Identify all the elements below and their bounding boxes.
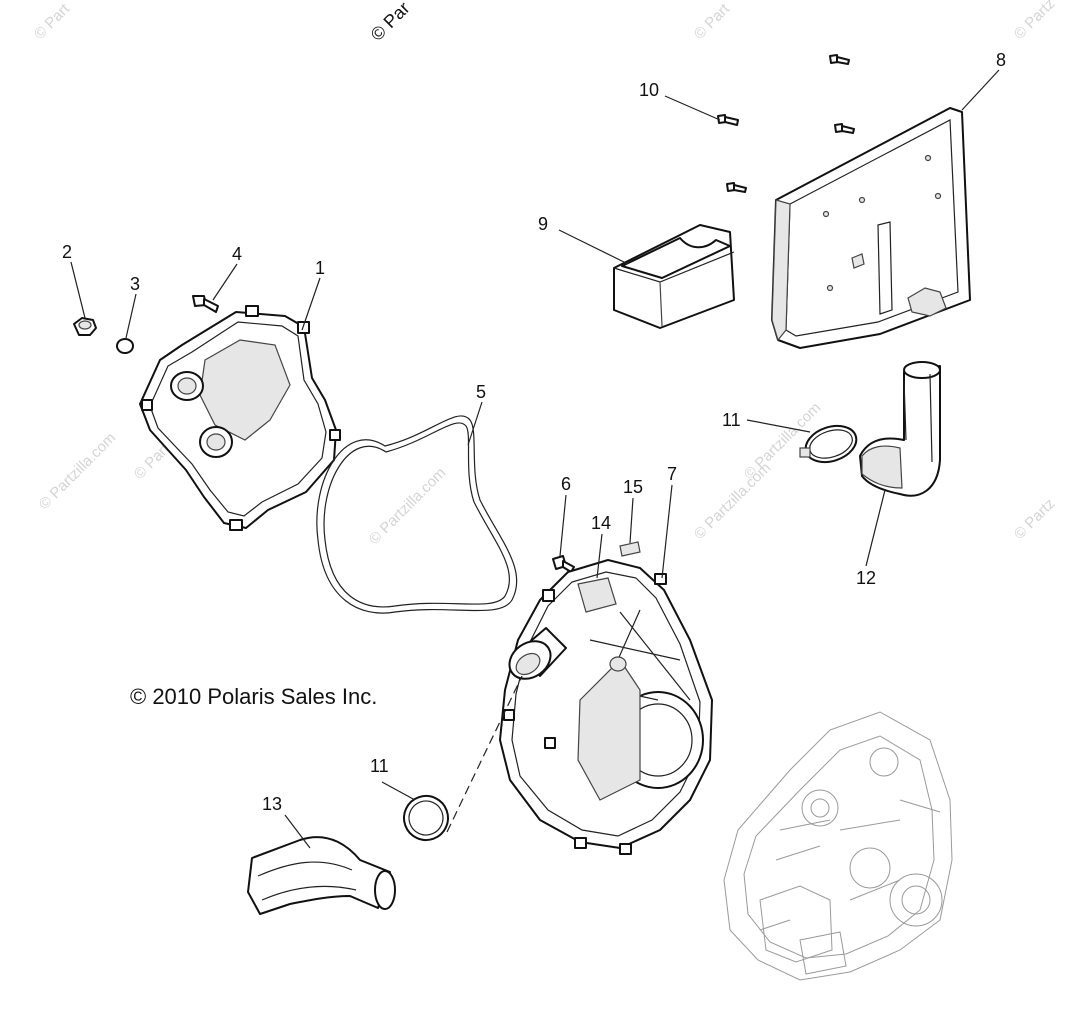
- engine-reference-sketch: [723, 711, 953, 981]
- part-4-bolt: [192, 295, 219, 313]
- part-15-label: [619, 541, 641, 557]
- copyright-text: © 2010 Polaris Sales Inc.: [130, 684, 377, 709]
- callout-label-5: 5: [476, 382, 486, 402]
- leader-lines: [70, 69, 1000, 849]
- callout-label-1: 1: [315, 258, 325, 278]
- part-3-o-ring: [116, 338, 134, 354]
- callout-label-13: 13: [262, 794, 282, 814]
- watermark: © Part: [31, 0, 74, 43]
- part-2-plug: [73, 317, 97, 336]
- callout-label-10: 10: [639, 80, 659, 100]
- callout-label-7: 7: [667, 464, 677, 484]
- part-12-elbow-duct: [859, 361, 941, 497]
- alignment-dashed-line: [446, 675, 523, 833]
- callout-label-3: 3: [130, 274, 140, 294]
- callout-label-15: 15: [623, 477, 643, 497]
- callout-label-11-lower: 11: [370, 756, 389, 776]
- watermark-top: © Par: [367, 0, 414, 45]
- callout-label-8: 8: [996, 50, 1006, 70]
- watermark: © Partzilla.com: [36, 429, 119, 512]
- callout-label-12: 12: [856, 568, 876, 588]
- part-10-screws: [717, 54, 855, 193]
- part-11-clamp-upper: [799, 424, 858, 464]
- part-11-clamp-lower: [403, 795, 449, 841]
- callout-label-11-upper: 11: [722, 410, 741, 430]
- part-8-filter-housing: [771, 107, 971, 349]
- part-9-foam-block: [613, 224, 735, 329]
- part-13-lower-duct: [247, 836, 396, 915]
- watermark: © Part: [691, 0, 734, 43]
- callout-label-14: 14: [591, 513, 611, 533]
- part-5-gasket: [316, 415, 518, 614]
- callout-label-4: 4: [232, 244, 242, 264]
- watermark: © Partzilla.com: [366, 464, 449, 547]
- part-1-clutch-cover-outer: [139, 305, 341, 531]
- watermark: © Partz: [1011, 0, 1059, 43]
- part-7-clutch-cover-inner: [499, 559, 713, 855]
- part-6-bolt: [552, 555, 575, 573]
- callout-label-6: 6: [561, 474, 571, 494]
- callout-label-9: 9: [538, 214, 548, 234]
- callout-1-label-2: 2: [62, 242, 72, 262]
- watermark: © Partz: [1011, 495, 1059, 543]
